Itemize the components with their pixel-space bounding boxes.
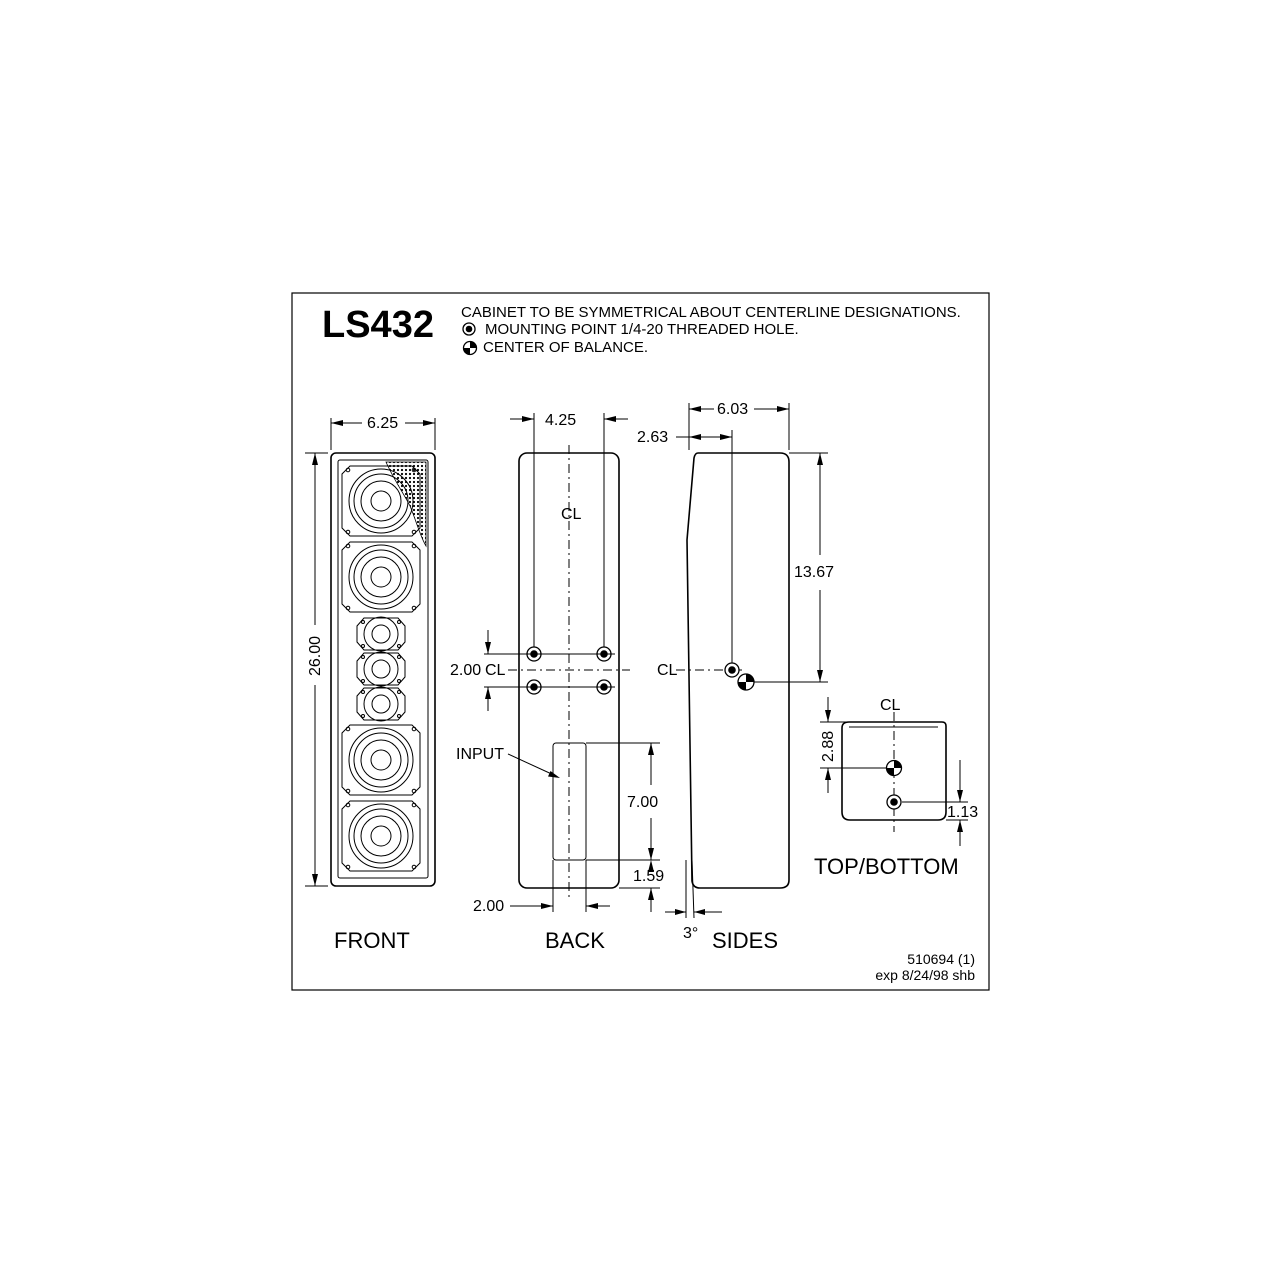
- note-center-of-balance: CENTER OF BALANCE.: [483, 339, 648, 356]
- center-of-balance-icon: [885, 759, 903, 777]
- drawing-number: 510694 (1): [907, 951, 975, 967]
- input-bottom-value: 1.59: [633, 868, 664, 885]
- front-height-value: 26.00: [307, 636, 324, 676]
- side-angle-dimension: [665, 859, 722, 919]
- side-depth-value: 6.03: [717, 401, 748, 418]
- input-height-value: 7.00: [627, 794, 658, 811]
- input-height-dimension: [648, 743, 654, 860]
- note-mounting-point: MOUNTING POINT 1/4-20 THREADED HOLE.: [485, 321, 799, 338]
- tweeter-icon: [356, 616, 406, 652]
- front-view: 6.25 26.00 FRONT: [305, 415, 436, 953]
- side-offset-value: 2.63: [637, 429, 668, 446]
- input-offset-value: 2.00: [473, 898, 504, 915]
- top-depth-value: 2.88: [820, 731, 837, 762]
- top-offset-dimension: [902, 760, 968, 846]
- front-width-value: 6.25: [367, 415, 398, 432]
- back-centerline-label: CL: [561, 506, 582, 523]
- side-offset-dimension: [676, 430, 733, 668]
- center-of-balance-icon: [462, 340, 478, 356]
- grille-cutaway: [385, 461, 427, 548]
- sides-view: 6.03 2.63 13.67 CL: [637, 401, 834, 953]
- sheet-border: [291, 292, 990, 991]
- back-view-label: BACK: [545, 928, 605, 953]
- mounting-point-icon: [462, 322, 476, 336]
- back-vertical-value: 2.00: [450, 662, 481, 679]
- top-centerline-label: CL: [880, 697, 901, 714]
- input-bottom-dimension: [619, 860, 660, 912]
- back-spacing-dimension: [510, 413, 628, 650]
- input-panel: [552, 742, 587, 861]
- tweeter-icon: [356, 651, 406, 687]
- woofer-icon: [341, 541, 421, 613]
- front-height-dimension: [305, 452, 328, 887]
- woofer-icon: [341, 465, 421, 537]
- woofer-icon: [341, 800, 421, 872]
- back-spacing-value: 4.25: [545, 412, 576, 429]
- woofer-icon: [341, 724, 421, 796]
- side-angle-value: 3°: [683, 925, 698, 942]
- front-width-dimension: [330, 418, 436, 450]
- mounting-point-icon: [886, 794, 902, 810]
- input-label: INPUT: [456, 746, 504, 763]
- center-of-balance-icon: [737, 673, 755, 691]
- top-cabinet-outline: [841, 721, 947, 821]
- sides-view-label: SIDES: [712, 928, 778, 953]
- mounting-point-icon: [724, 662, 740, 678]
- side-centerline-label: CL: [657, 662, 678, 679]
- top-offset-value: 1.13: [947, 804, 978, 821]
- tweeter-icon: [356, 686, 406, 722]
- back-vertical-dimension: [485, 630, 491, 711]
- note-symmetry: CABINET TO BE SYMMETRICAL ABOUT CENTERLI…: [461, 304, 961, 321]
- top-bottom-view-label: TOP/BOTTOM: [814, 854, 959, 879]
- front-cabinet-outline: [330, 452, 436, 887]
- input-offset-dimension: [510, 860, 610, 912]
- side-height-value: 13.67: [794, 564, 834, 581]
- side-height-dimension: [752, 452, 828, 683]
- front-baffle-inner: [337, 459, 429, 879]
- side-cabinet-outline: [686, 452, 790, 889]
- top-depth-dimension: [820, 697, 886, 793]
- model-title: LS432: [322, 304, 434, 346]
- side-depth-dimension: [688, 403, 790, 450]
- revision-note: exp 8/24/98 shb: [875, 967, 975, 983]
- top-bottom-view: CL 2.88 1.13 TOP/BOTTO: [814, 697, 978, 879]
- back-view: CL 4.25: [450, 412, 664, 953]
- front-view-label: FRONT: [334, 928, 410, 953]
- back-mount-centerline-label: CL: [485, 662, 506, 679]
